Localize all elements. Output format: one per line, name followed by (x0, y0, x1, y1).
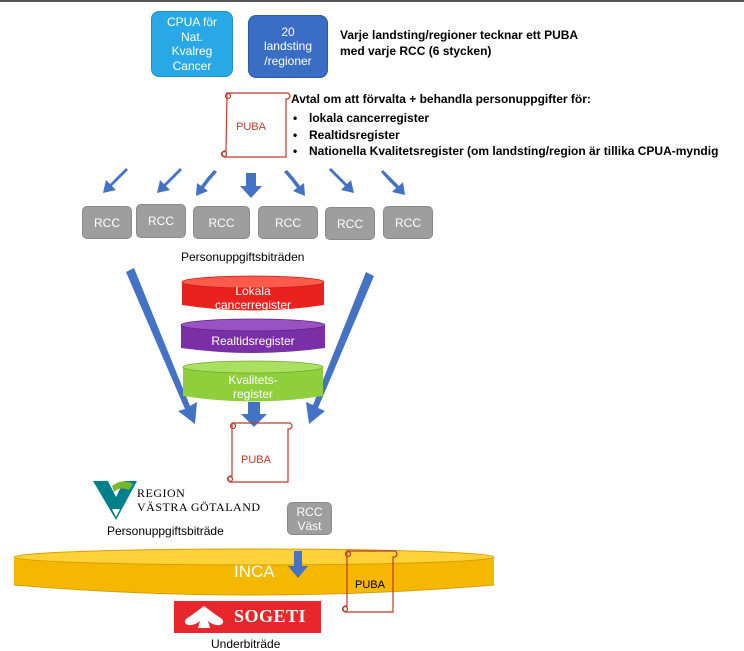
funnel-line: register (232, 387, 273, 401)
region-name-line-2: VÄSTRA GÖTALAND (137, 500, 261, 514)
agreement-bullets: lokala cancerregister Realtidsregister N… (291, 110, 718, 160)
rcc-caption: Personuppgiftsbiträden (181, 250, 305, 264)
rcc-vast-line: RCC (296, 504, 323, 519)
rcc-box: RCC (82, 206, 132, 239)
rcc-box: RCC (383, 206, 433, 239)
funnel-line: Lokala (235, 284, 271, 298)
landsting-line: /regioner (264, 53, 312, 68)
puba-label: PUBA (241, 454, 271, 466)
landsting-line: landsting (263, 39, 313, 54)
rcc-box: RCC (325, 207, 375, 240)
arrow-icon (103, 168, 128, 193)
funnel-label-kvalitet: Kvalitets- register (183, 373, 323, 401)
puba-document-icon (226, 422, 293, 483)
region-caption: Personuppgiftsbiträde (107, 524, 224, 538)
cylinder-realtid (181, 325, 325, 353)
header-line-2: med varje RCC (6 stycken) (340, 44, 492, 58)
puba-document-icon (341, 550, 398, 613)
cpua-line: CPUA för (166, 15, 217, 29)
arrow-icon (126, 268, 197, 424)
top-border (0, 0, 744, 2)
cylinder-kvalitet (183, 367, 323, 402)
funnel-label-lokala: Lokala cancerregister (183, 284, 323, 312)
rcc-box: RCC (136, 204, 186, 238)
puba-label: PUBA (236, 121, 266, 133)
cpua-line: Nat. (180, 29, 203, 44)
bullet-item: lokala cancerregister (291, 110, 718, 127)
bullet-item: Nationella Kvalitetsregister (om landsti… (291, 143, 718, 160)
header-line-1: Varje landsting/regioner tecknar ett PUB… (340, 28, 579, 42)
funnel-line: cancerregister (214, 298, 292, 312)
puba-document-icon (220, 92, 291, 158)
sogeti-caption: Underbiträde (211, 637, 281, 651)
arrow-icon (240, 173, 262, 198)
sogeti-name: SOGETI (234, 606, 307, 626)
landsting-line: 20 (281, 24, 295, 39)
inca-label: INCA (234, 562, 275, 581)
arrow-icon (157, 168, 182, 193)
funnel-layers (180, 275, 326, 402)
arrow-icon (284, 170, 305, 196)
rcc-box: RCC (193, 206, 250, 239)
funnel-line: Realtidsregister (211, 334, 295, 348)
arrow-icon (329, 168, 354, 193)
arrow-icon (196, 170, 217, 196)
cylinder-lokala (182, 282, 324, 311)
region-vg-logo-icon (93, 481, 137, 520)
rcc-box: RCC (258, 206, 318, 239)
cpua-line: Kvalreg (171, 44, 213, 58)
arrow-icon (288, 551, 308, 578)
agreement-title: Avtal om att förvalta + behandla personu… (291, 92, 591, 106)
rcc-vast-box: RCC Väst (287, 502, 332, 535)
rcc-vast-line: Väst (297, 518, 322, 533)
inca-disc (13, 548, 495, 596)
cpua-line: Cancer (172, 58, 212, 73)
region-name-line-1: REGION (137, 486, 186, 500)
cpua-box: CPUA för Nat. Kvalreg Cancer (151, 11, 233, 77)
puba-label: PUBA (355, 579, 385, 591)
arrow-icon (241, 402, 267, 427)
bullet-item: Realtidsregister (291, 127, 718, 144)
landsting-box: 20 landsting /regioner (248, 15, 328, 78)
funnel-label-realtid: Realtidsregister (181, 334, 325, 348)
sogeti-spade-icon (184, 606, 224, 628)
funnel-line: Kvalitets- (228, 373, 278, 387)
arrows-to-rcc (103, 168, 405, 198)
arrow-icon (381, 170, 405, 195)
